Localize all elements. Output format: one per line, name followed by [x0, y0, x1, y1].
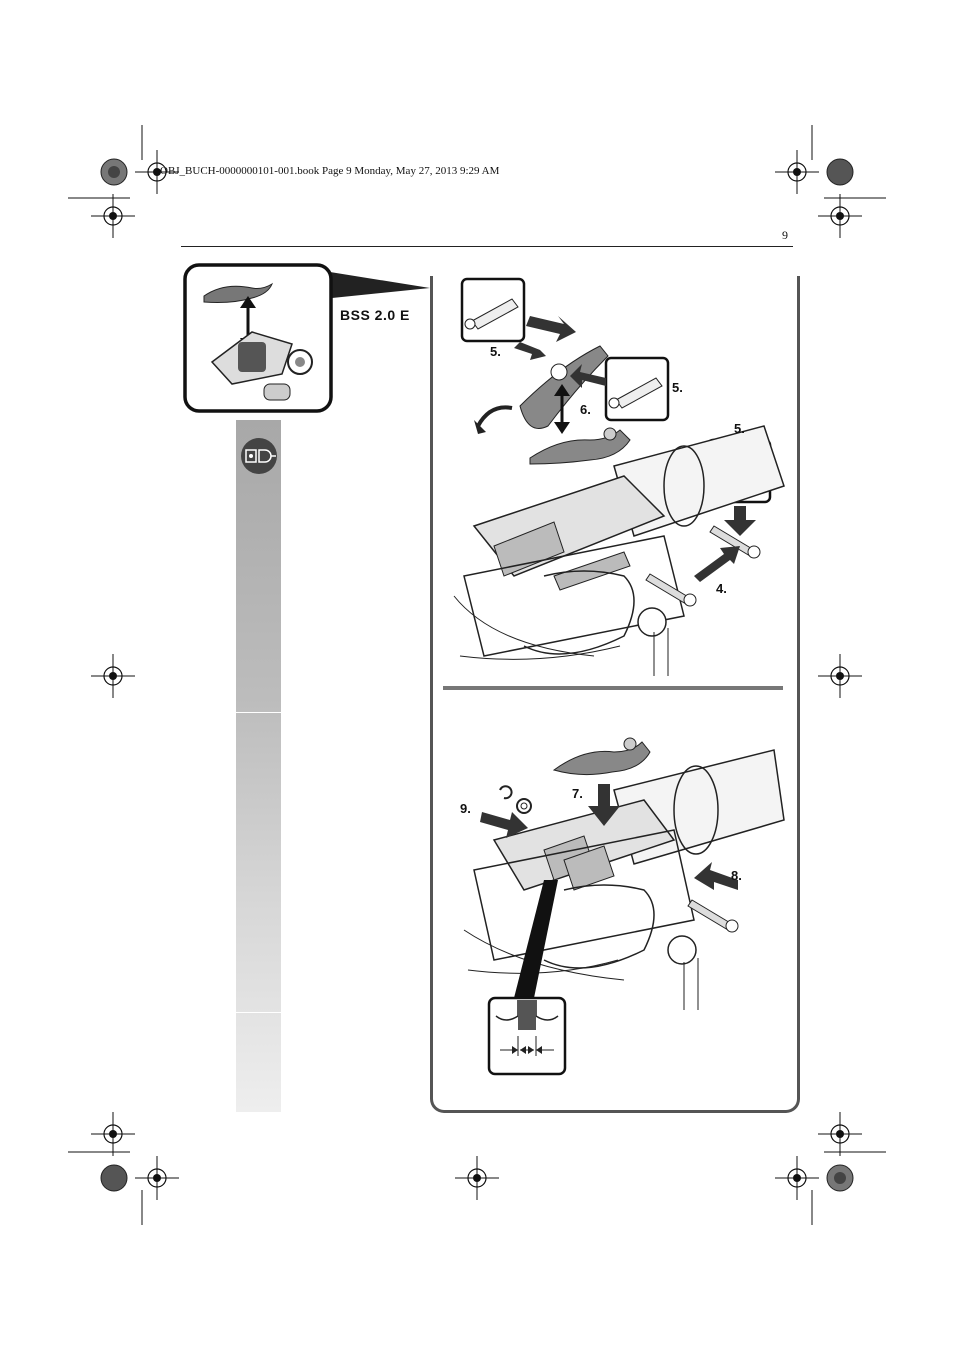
- header-rule: [181, 246, 793, 247]
- lower-illustration: [463, 737, 785, 1076]
- unplug-icon: [241, 438, 277, 474]
- sidebar-tab: [236, 420, 281, 1112]
- step-7-label: 7.: [572, 786, 583, 801]
- frame-separator: [443, 686, 783, 690]
- sidebar-divider: [236, 712, 281, 713]
- step-5-label: 5.: [734, 421, 745, 436]
- upper-illustration: [453, 277, 785, 676]
- page-number: 9: [782, 228, 788, 242]
- inset-illustration: [183, 263, 430, 413]
- step-4-label: 4.: [716, 581, 727, 596]
- book-header-line: OBJ_BUCH-0000000101-001.book Page 9 Mond…: [160, 165, 500, 177]
- step-5-label: 5.: [672, 380, 683, 395]
- illustration-frame: [430, 276, 800, 1113]
- model-label: BSS 2.0 E: [340, 307, 410, 323]
- step-8-label: 8.: [731, 868, 742, 883]
- step-6-label: 6.: [580, 402, 591, 417]
- sidebar-divider: [236, 1012, 281, 1013]
- step-5-label: 5.: [490, 344, 501, 359]
- step-9-label: 9.: [460, 801, 471, 816]
